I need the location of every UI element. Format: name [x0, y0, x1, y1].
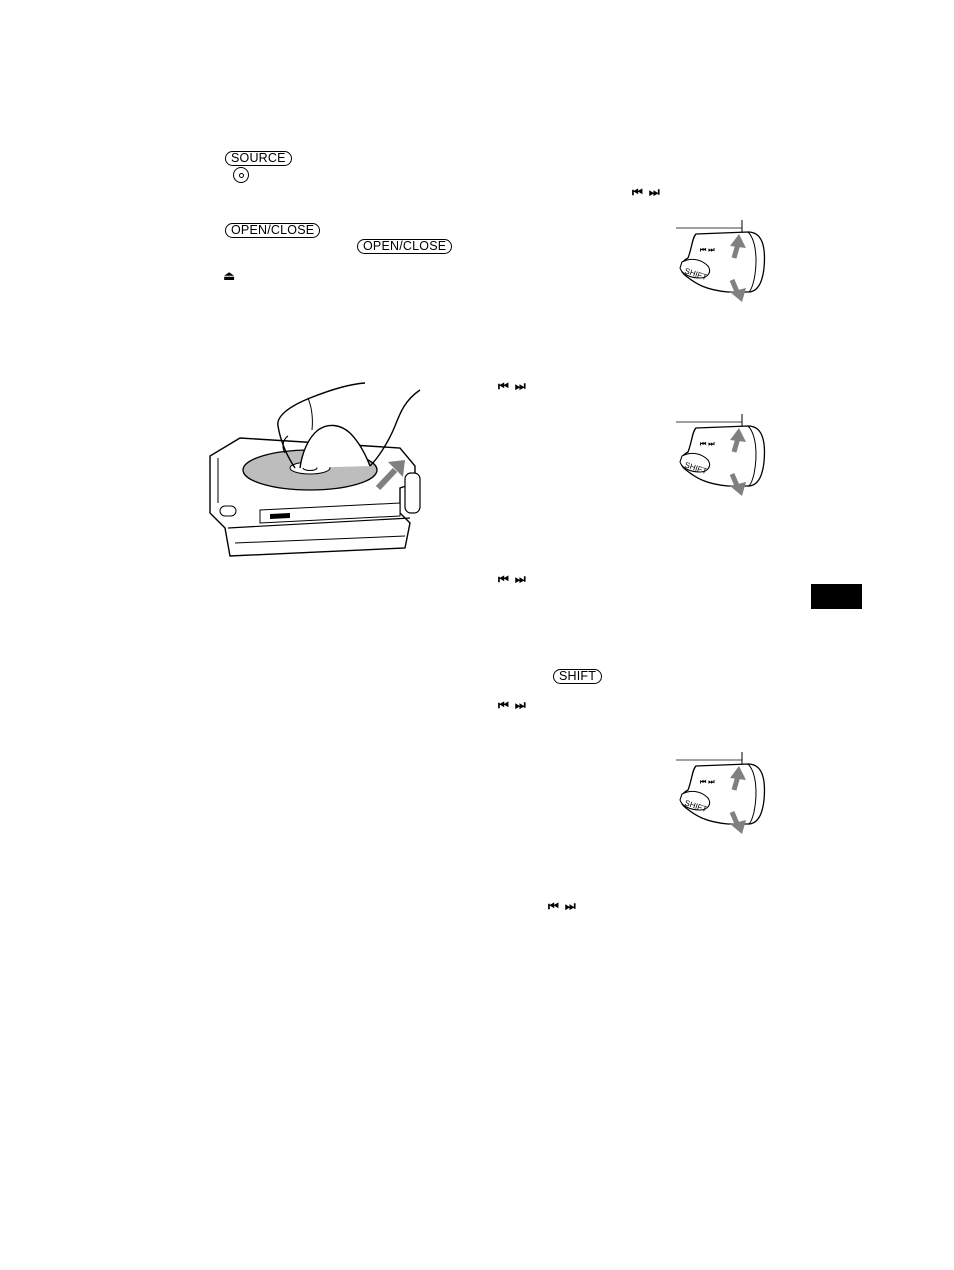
prev-icon: ⏮: [498, 572, 509, 586]
rotary-control-figure-1: SHIFT ⏮ ⏭: [676, 220, 766, 302]
skip-buttons-1: ⏮⏭: [632, 185, 666, 200]
eject-icon: ⏏: [223, 268, 236, 283]
skip-buttons-4: ⏮⏭: [498, 698, 532, 713]
disc-icon: [233, 167, 249, 183]
page-tab-marker: [811, 584, 862, 609]
open-close-button-2[interactable]: OPEN/CLOSE: [357, 239, 453, 254]
prev-icon: ⏮: [498, 698, 509, 712]
skip-buttons-5: ⏮⏭: [548, 899, 582, 914]
next-icon: ⏭: [564, 899, 576, 913]
prev-icon: ⏮: [632, 185, 643, 199]
skip-label: ⏮ ⏭: [700, 779, 715, 786]
skip-buttons-2: ⏮⏭: [498, 379, 532, 394]
prev-icon: ⏮: [498, 379, 509, 393]
next-icon: ⏭: [648, 185, 660, 199]
next-icon: ⏭: [514, 379, 526, 393]
disc-insert-illustration: [209, 382, 421, 557]
rotary-control-figure-3: SHIFT ⏮ ⏭: [676, 752, 766, 834]
rotary-control-figure-2: SHIFT ⏮ ⏭: [676, 414, 766, 496]
prev-icon: ⏮: [548, 899, 559, 913]
skip-buttons-3: ⏮⏭: [498, 572, 532, 587]
open-close-button[interactable]: OPEN/CLOSE: [225, 223, 321, 238]
skip-label: ⏮ ⏭: [700, 247, 715, 254]
next-icon: ⏭: [514, 572, 526, 586]
source-button[interactable]: SOURCE: [225, 151, 292, 166]
skip-label: ⏮ ⏭: [700, 441, 715, 448]
shift-button[interactable]: SHIFT: [553, 669, 603, 684]
next-icon: ⏭: [514, 698, 526, 712]
